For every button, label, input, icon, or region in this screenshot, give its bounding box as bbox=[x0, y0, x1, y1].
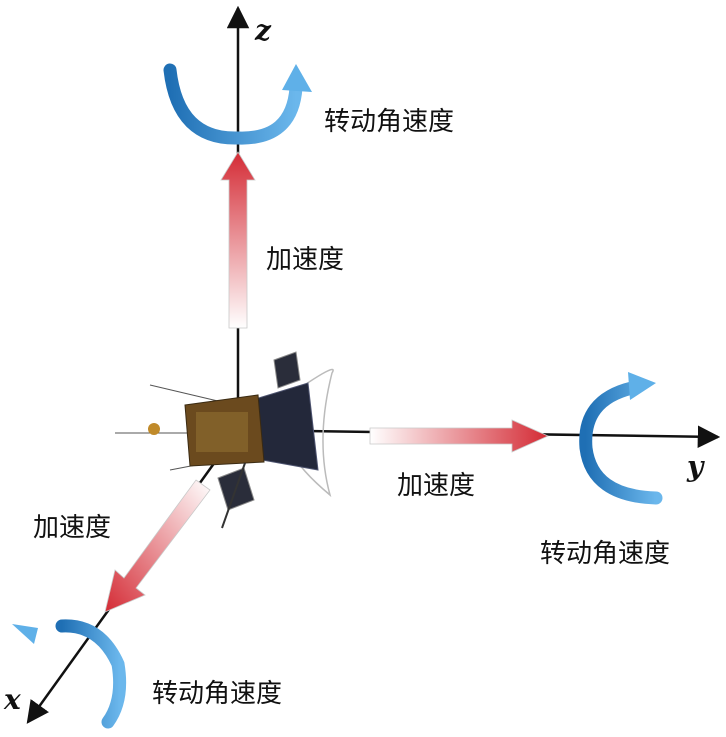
x-rotation-arrow bbox=[12, 619, 127, 729]
y-rotation-arrow bbox=[579, 372, 663, 505]
y-acceleration-label: 加速度 bbox=[397, 471, 475, 501]
x-rotation-label: 转动角速度 bbox=[152, 679, 282, 709]
y-acceleration-arrow bbox=[369, 419, 549, 453]
x-acceleration-arrow bbox=[104, 479, 211, 613]
spacecraft-illustration bbox=[115, 351, 334, 529]
x-axis-label: x bbox=[3, 683, 21, 716]
x-acceleration-label: 加速度 bbox=[33, 513, 111, 543]
z-axis-label: z bbox=[254, 14, 272, 47]
y-rotation-label: 转动角速度 bbox=[540, 539, 670, 569]
z-rotation-arrow bbox=[163, 63, 312, 145]
z-rotation-label: 转动角速度 bbox=[324, 107, 454, 137]
z-acceleration-label: 加速度 bbox=[266, 245, 344, 275]
y-axis-label: y bbox=[686, 450, 705, 483]
z-acceleration-arrow bbox=[220, 151, 256, 329]
